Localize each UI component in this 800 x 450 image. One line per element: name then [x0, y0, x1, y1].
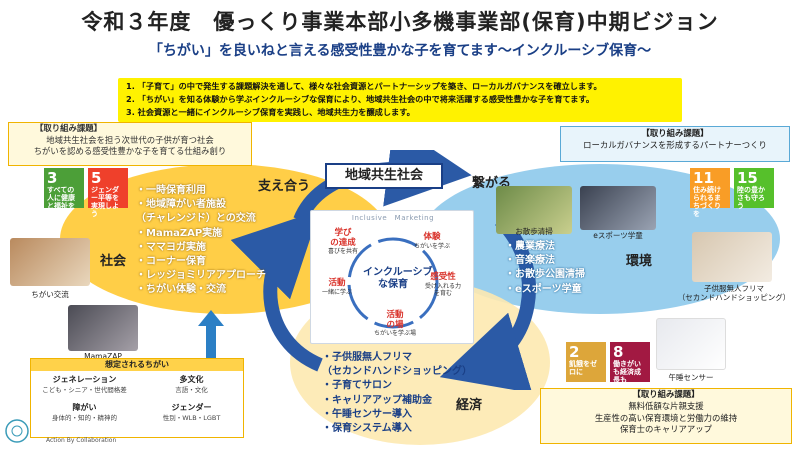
- list-item: ・コーナー保育: [136, 256, 206, 268]
- ring-item-activity: 活動一緒に学ぶ: [321, 278, 352, 296]
- diversity-cell: ジェンダー性別・WLB・LGBT: [162, 403, 221, 422]
- list-item: ・レッジョミリアアプローチ: [136, 270, 266, 282]
- left-arrow: [230, 210, 323, 372]
- list-item: ・一時保育利用: [136, 185, 206, 196]
- right-arrow: [439, 215, 536, 390]
- society-list: ・一時保育利用 ・地域障がい者施設 （チャレンジド）との交流 ・MamaZAP実…: [136, 184, 266, 298]
- environment-label: 環境: [626, 254, 653, 269]
- list-item: ・農業療法: [505, 241, 555, 252]
- photo-esports: [580, 186, 656, 230]
- list-item: ・子育てサロン: [322, 380, 392, 392]
- goal-item: 2. 「ちがい」を知る体験から学ぶインクルーシブな保育により、地域共生社会の中で…: [126, 94, 595, 105]
- photo-mamazap-caption: MamaZAP: [84, 352, 122, 361]
- photo-flea-caption: 子供服無人フリマ （セカンドハンドショッピング）: [677, 284, 791, 302]
- list-item: ・子供服無人フリマ: [322, 352, 412, 363]
- list-item: ・ママヨガ実施: [136, 241, 206, 253]
- photo-walk-cleanup: [496, 186, 572, 234]
- goal-item: 1. 「子育て」の中で発生する課題解決を通して、様々な社会資源とパートナーシップ…: [126, 81, 602, 91]
- diversity-table: 想定されるちがい ジェネレーションこども・シニア・世代間格差 多文化言語・文化 …: [30, 358, 244, 438]
- ring-circle: [347, 237, 439, 329]
- support-label: 支え合う: [258, 179, 311, 194]
- photo-exchange-caption: ちがい交流: [31, 290, 69, 299]
- list-item: ・キャリアアップ補助金: [322, 394, 432, 406]
- page-subtitle: 「ちがい」を良いねと言える感受性豊かな子を育てます～インクルーシブ保育～: [148, 43, 652, 59]
- list-item: （チャレンジド）との交流: [136, 213, 256, 225]
- list-item: ・保育システム導入: [322, 423, 412, 435]
- ring-item-sensitivity: 感受性受け入れる力 を育む: [424, 272, 461, 297]
- environment-list: ・農業療法 ・音楽療法 ・お散歩公園清掃 ・eスポーツ学童: [505, 240, 585, 297]
- list-item: ・eスポーツ学童: [505, 283, 582, 295]
- list-item: ・ちがい体験・交流: [136, 284, 226, 296]
- photo-nap-caption: 午睡センサー: [668, 373, 714, 382]
- ring-item-place: 活動 の場ちがいを学ぶ場: [373, 310, 416, 337]
- issue-box-left: 【取り組み課題】 地域共生社会を担う次世代の子供が育つ社会 ちがいを認める感受性…: [8, 122, 252, 166]
- logo-icon: [5, 419, 29, 443]
- list-item: ・午睡センサー導入: [322, 408, 412, 420]
- photo-walk-caption: お散歩清掃: [515, 227, 553, 236]
- photo-exchange: [10, 238, 90, 286]
- ring-item-experience: 体験ちがいを学ぶ: [413, 232, 450, 250]
- diversity-cell: 多文化言語・文化: [175, 375, 208, 394]
- list-item: ・MamaZAP実施: [136, 227, 223, 239]
- inclusive-marketing-card: Inclusive Marketing 学び の達成喜びを共有 体験ちがいを学ぶ…: [310, 210, 474, 344]
- footer-tagline: Action By Collaboration: [46, 437, 117, 444]
- photo-nap-sensor: [656, 318, 726, 370]
- goals-panel: 1. 「子育て」の中で発生する課題解決を通して、様々な社会資源とパートナーシップ…: [118, 78, 682, 122]
- page-title: 令和３年度 優っくり事業本部小多機事業部(保育)中期ビジョン: [81, 10, 719, 34]
- up-arrow: [198, 310, 224, 370]
- issue-box-bottom: 【取り組み課題】 無料低額な片親支援 生産性の高い保育環境と労働力の維持 保育士…: [540, 388, 792, 444]
- photo-mamazap: [68, 305, 138, 351]
- diversity-cell: 障がい身体的・知的・精神的: [52, 403, 117, 422]
- economy-list: ・子供服無人フリマ （セカンドハンドショッピング） ・子育てサロン ・キャリアア…: [322, 351, 472, 436]
- photo-flea-market: [692, 232, 772, 282]
- ring-center-text: インクルーシブ な保育: [363, 267, 433, 290]
- photo-esports-caption: eスポーツ学童: [593, 231, 643, 240]
- diversity-cell: ジェネレーションこども・シニア・世代間格差: [42, 375, 127, 394]
- society-label: 社会: [100, 254, 127, 269]
- list-item: ・地域障がい者施設: [136, 199, 226, 211]
- list-item: ・お散歩公園清掃: [505, 269, 585, 281]
- goal-item: 3. 社会資源と一緒にインクルーシブ保育を実践し、地域共生力を醸成します。: [126, 107, 415, 118]
- economy-label: 経済: [456, 398, 483, 413]
- ring-item-learning: 学び の達成喜びを共有: [327, 228, 358, 255]
- center-title: 地域共生社会: [325, 163, 443, 189]
- issue-box-right: 【取り組み課題】 ローカルガバナンスを形成するパートナーつくり: [560, 126, 790, 162]
- list-item: （セカンドハンドショッピング）: [322, 366, 472, 378]
- list-item: ・音楽療法: [505, 255, 555, 267]
